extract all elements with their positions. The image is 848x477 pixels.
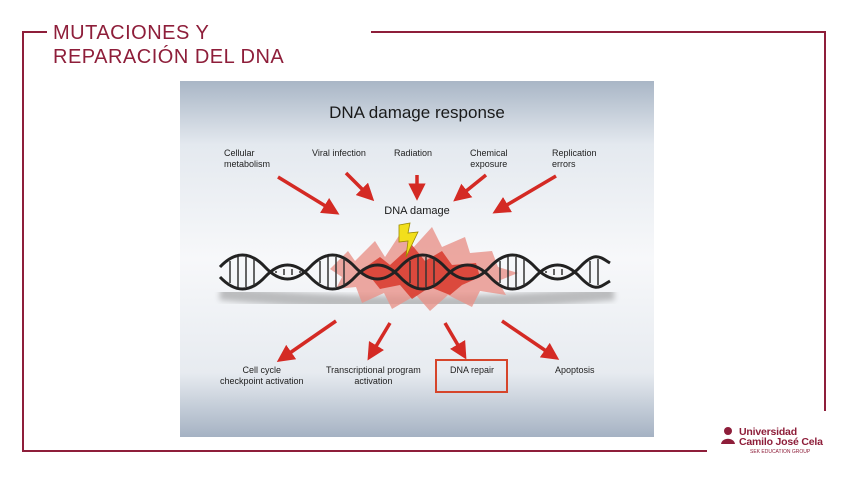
lightning-bolt-icon (398, 222, 419, 258)
cause-label-3: Radiation (394, 148, 433, 158)
dna-damage-label: DNA damage (384, 205, 450, 217)
frame-line-top-right (371, 31, 826, 33)
arrow-transcriptional (367, 322, 392, 361)
logo-person-icon (721, 427, 735, 444)
cause-label-4: Chemical exposure (470, 148, 508, 169)
slide-title-line-1: MUTACIONES Y (53, 22, 210, 44)
arrow-cell-cycle (276, 319, 337, 362)
dna-shadow (219, 286, 615, 310)
dna-damage-response-figure: DNA damage response Cellular metabolism … (180, 81, 654, 437)
cause-label-1: Cellular metabolism (224, 148, 271, 169)
dna-repair-highlight-box (435, 359, 508, 393)
slide-title: MUTACIONES Y REPARACIÓN DEL DNA (53, 21, 284, 69)
figure-title: DNA damage response (329, 103, 505, 122)
arrow-dna-repair (443, 322, 467, 360)
frame-line-right (824, 31, 826, 411)
frame-line-bottom (22, 450, 707, 452)
arrow-replication-errors (492, 174, 557, 214)
logo-text-line-2: Camilo José Cela (739, 436, 823, 448)
outcome-label-3: DNA repair (450, 365, 495, 375)
cause-label-5: Replication errors (552, 148, 597, 169)
cause-label-2: Viral infection (312, 148, 366, 158)
outcome-label-4: Apoptosis (555, 365, 595, 375)
outcome-label-2: Transcriptional program activation (326, 365, 421, 386)
dna-helix (218, 253, 611, 291)
arrow-chemical-exposure (453, 173, 488, 202)
arrow-apoptosis (501, 319, 560, 360)
frame-line-left (22, 31, 24, 452)
frame-line-top-left (22, 31, 47, 33)
logo-text-line-1: Universidad (739, 426, 797, 438)
damage-burst (330, 227, 518, 311)
university-logo: Universidad Camilo José Cela SEK EDUCATI… (720, 424, 840, 464)
logo-text-line-3: SEK EDUCATION GROUP (750, 449, 811, 455)
figure-graphics (218, 171, 615, 362)
arrow-cellular-metabolism (277, 175, 340, 215)
slide-title-line-2: REPARACIÓN DEL DNA (53, 46, 285, 68)
outcome-label-1: Cell cycle checkpoint activation (220, 365, 304, 386)
arrow-viral-infection (344, 171, 375, 202)
